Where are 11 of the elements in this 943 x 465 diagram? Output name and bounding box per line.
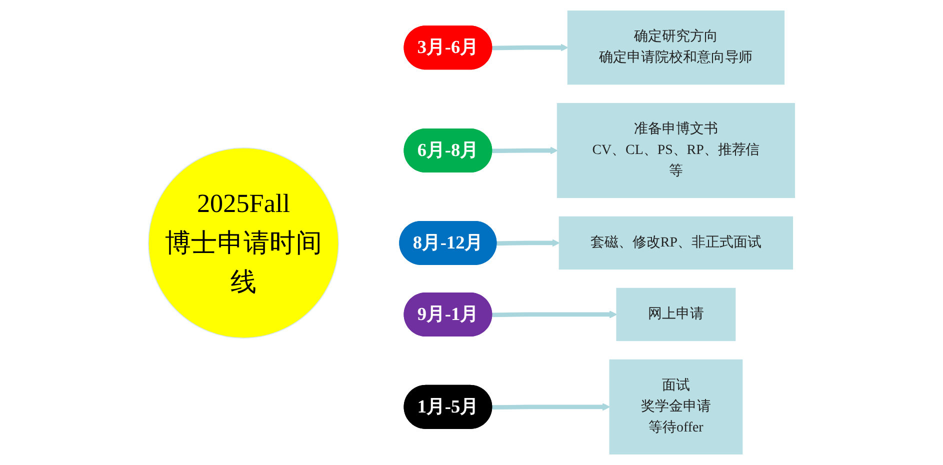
node-circle: 2025Fall 博士申请时间线 bbox=[148, 147, 339, 338]
node-box: 网上申请 bbox=[616, 288, 736, 342]
arrow bbox=[496, 239, 560, 247]
node-box: 确定研究方向 确定申请院校和意向导师 bbox=[567, 10, 785, 85]
arrow bbox=[492, 310, 617, 318]
node-box: 准备申博文书 CV、CL、PS、RP、推荐信等 bbox=[556, 103, 795, 198]
node-box: 面试 奖学金申请 等待offer bbox=[609, 359, 743, 454]
arrow bbox=[492, 44, 568, 52]
node-box: 套磁、修改RP、非正式面试 bbox=[558, 216, 794, 270]
arrow bbox=[492, 403, 610, 411]
arrow bbox=[492, 146, 558, 154]
